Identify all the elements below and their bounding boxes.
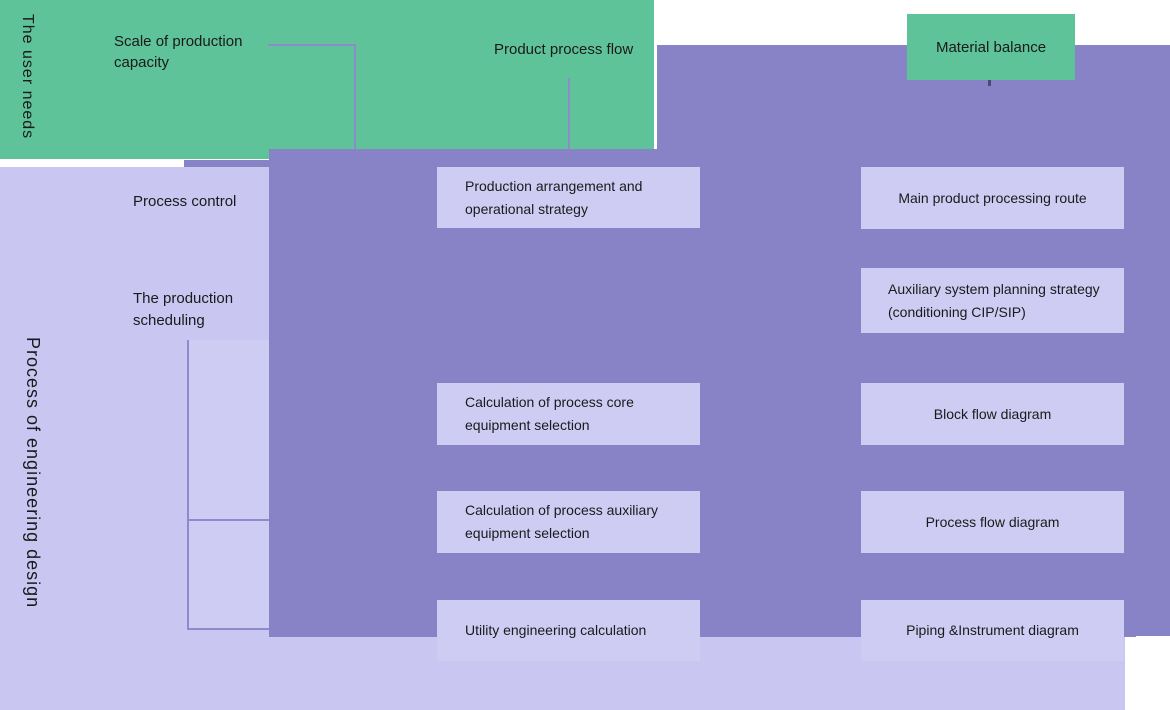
purple-sliver (184, 160, 269, 167)
label-scale-of-production: Scale of production capacity (114, 33, 243, 71)
flow-box-label: Piping &Instrument diagram (906, 622, 1079, 638)
scheduling-bracket (187, 340, 269, 630)
label-production-scheduling: The production scheduling (133, 290, 234, 329)
vertical-label-user-needs: The user needs (19, 14, 36, 140)
label-process-control: Process control (133, 193, 237, 210)
scheduling-bracket-divider (187, 519, 269, 521)
vertical-label-engineering-design: Process of engineering design (23, 337, 43, 609)
flow-box-auxiliary-equipment: Calculation of process auxiliary equipme… (437, 491, 700, 553)
connector-product-flow-vertical (568, 78, 570, 149)
connector-scale-horizontal (268, 44, 356, 46)
flow-box-block-flow-diagram: Block flow diagram (861, 383, 1124, 445)
flow-box-production-arrangement: Production arrangement and operational s… (437, 167, 700, 228)
green-block-user-needs (0, 0, 269, 159)
connector-scale-vertical (354, 44, 356, 149)
flow-box-label: Main product processing route (898, 189, 1087, 206)
flow-box-label: Calculation of process auxiliary equipme… (465, 502, 658, 541)
flow-box-main-processing-route: Main product processing route (861, 167, 1124, 229)
flow-box-process-flow-diagram: Process flow diagram (861, 491, 1124, 553)
label-product-process-flow: Product process flow (494, 41, 634, 58)
flow-box-core-equipment: Calculation of process core equipment se… (437, 383, 700, 445)
flow-box-utility-engineering: Utility engineering calculation (437, 600, 700, 661)
flow-box-label: Block flow diagram (933, 405, 1052, 422)
flow-box-label: Utility engineering calculation (465, 622, 647, 638)
flow-box-label: Auxiliary system planning strategy (cond… (888, 280, 1100, 320)
material-balance-label: Material balance (935, 38, 1047, 56)
green-box-material-balance: Material balance (907, 14, 1075, 80)
flow-box-auxiliary-system-planning: Auxiliary system planning strategy (cond… (861, 268, 1124, 333)
flow-box-label: Production arrangement and operational s… (465, 177, 643, 217)
connector-material-balance-tick (988, 80, 991, 86)
flow-box-label: Calculation of process core equipment se… (465, 394, 634, 433)
flow-box-piping-instrument-diagram: Piping &Instrument diagram (861, 600, 1124, 661)
flow-box-label: Process flow diagram (925, 513, 1060, 530)
